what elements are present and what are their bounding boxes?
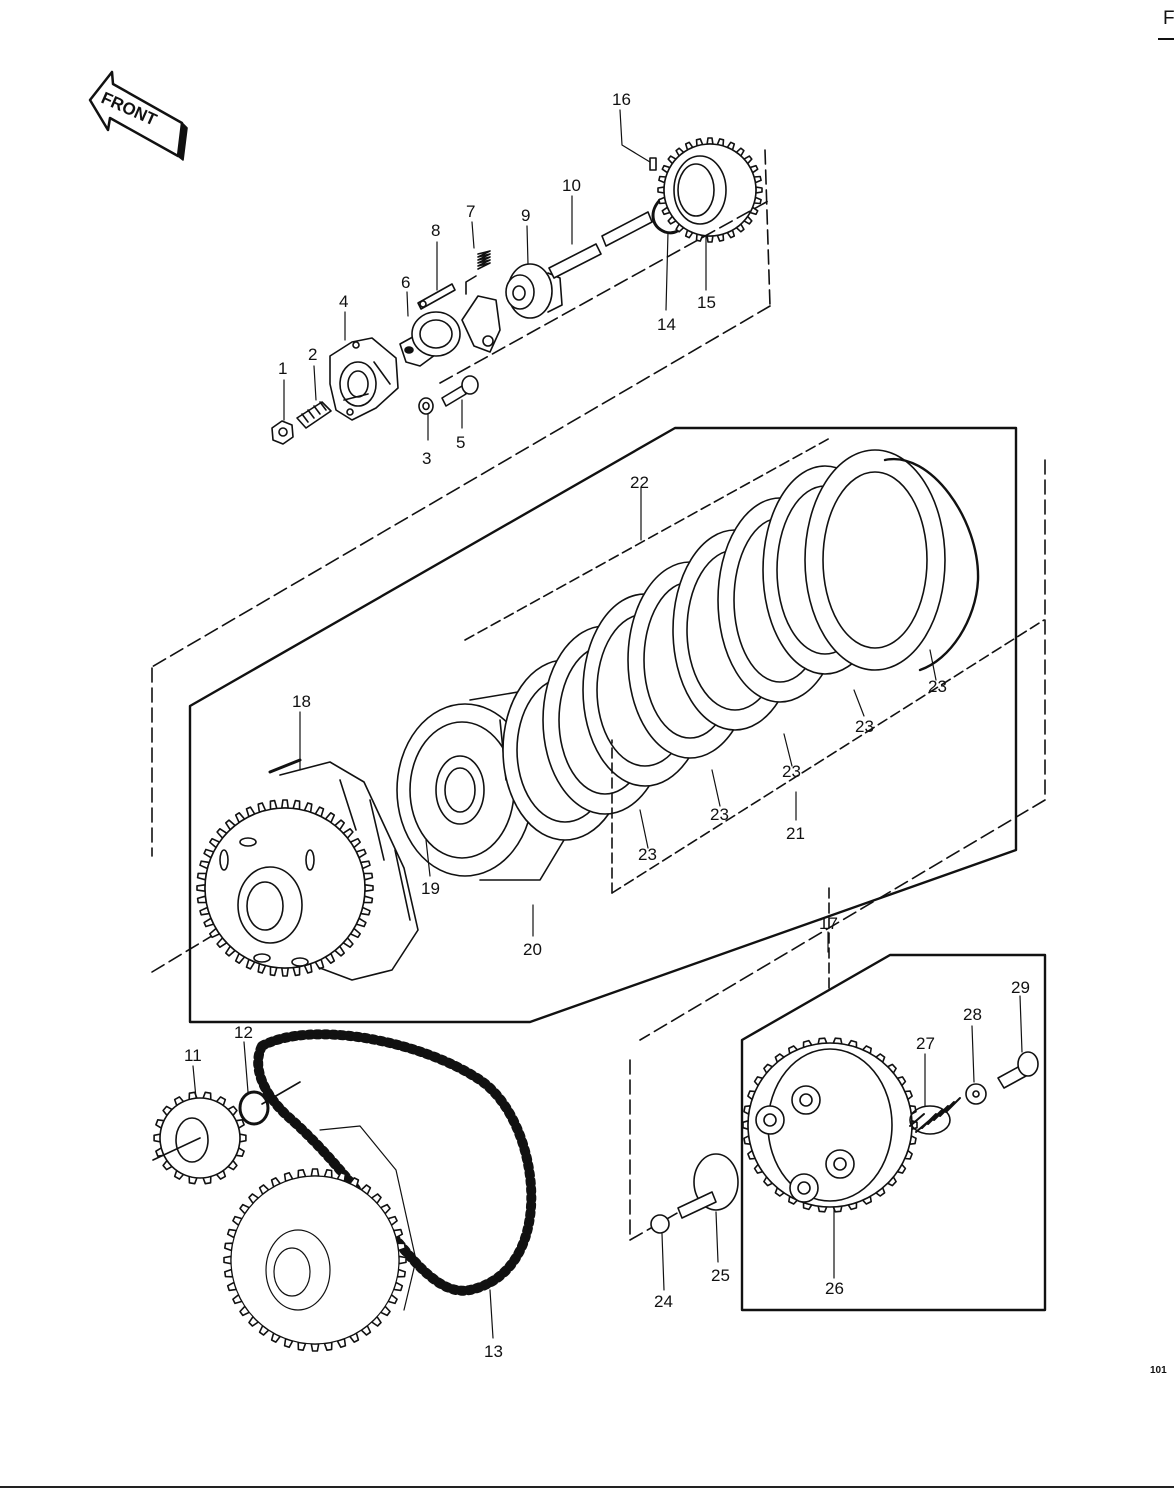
plate-stack	[464, 437, 1045, 894]
corner-dash	[1158, 38, 1174, 40]
callout-23c: 23	[782, 762, 801, 781]
callout-7: 7	[466, 202, 475, 221]
callout-26: 26	[825, 1279, 844, 1298]
gear-tooth	[657, 186, 665, 194]
gear-tooth	[706, 235, 714, 243]
callout-19: 19	[421, 879, 440, 898]
callout-1: 1	[278, 359, 287, 378]
callout-23b: 23	[710, 805, 729, 824]
gear-tooth	[310, 1343, 320, 1352]
callout-12: 12	[234, 1023, 253, 1042]
callout-2: 2	[308, 345, 317, 364]
push-rod-part	[548, 211, 653, 279]
gear-tooth	[280, 967, 290, 977]
clutch-assembly-box	[151, 426, 1046, 1041]
gear-tooth	[398, 1255, 407, 1265]
callout-13: 13	[484, 1342, 503, 1361]
gear-tooth	[364, 883, 374, 893]
spring-part	[477, 250, 491, 270]
release-gear-part	[657, 137, 763, 243]
callout-14: 14	[657, 315, 676, 334]
callout-3: 3	[422, 449, 431, 468]
bolt-part	[441, 375, 479, 407]
callout-28: 28	[963, 1005, 982, 1024]
drawing-code: 101	[1150, 1365, 1167, 1376]
gear13h-teeth	[223, 1168, 407, 1352]
gear-tooth	[196, 883, 206, 893]
leader-lines	[192, 109, 1023, 1339]
cotter-pin-part	[417, 283, 456, 310]
callout-11: 11	[184, 1046, 202, 1065]
gear-tooth	[310, 1168, 320, 1177]
callout-22: 22	[630, 473, 649, 492]
callout-17: 17	[819, 914, 838, 933]
callout-5: 5	[456, 433, 465, 452]
gear-tooth	[706, 137, 714, 145]
release-lever-part	[461, 275, 501, 353]
nut-part	[271, 420, 294, 445]
washer-part	[418, 397, 434, 415]
gear-tooth	[280, 799, 290, 809]
callout-29: 29	[1011, 978, 1030, 997]
callout-23e: 23	[928, 677, 947, 696]
callout-21: 21	[786, 824, 805, 843]
callout-23d: 23	[855, 717, 874, 736]
callout-23a: 23	[638, 845, 657, 864]
corner-letter: F	[1163, 8, 1174, 29]
bearing-part	[505, 263, 563, 319]
callout-18: 18	[292, 692, 311, 711]
adjusting-screw-part	[296, 401, 332, 429]
pressure-plate-box	[629, 887, 1047, 1312]
bottom-rule	[0, 1486, 1174, 1488]
callout-27: 27	[916, 1034, 935, 1053]
front-arrow-icon: FRONT	[88, 70, 188, 161]
release-housing-part	[329, 337, 399, 421]
callout-8: 8	[431, 221, 440, 240]
callout-15: 15	[697, 293, 716, 312]
callout-9: 9	[521, 206, 530, 225]
callout-20: 20	[523, 940, 542, 959]
callout-10: 10	[562, 176, 581, 195]
release-mechanism	[149, 137, 771, 669]
release-shaft-part	[399, 311, 461, 367]
callout-labels: 1 2 3 4 5 6 7 8 9 10 11 12 13 14 15 16 1…	[184, 90, 1030, 1361]
gear-tooth	[223, 1255, 232, 1265]
gear-tooth	[755, 186, 763, 194]
callout-25: 25	[711, 1266, 730, 1285]
primary-drive-group	[152, 1029, 537, 1352]
callout-16: 16	[612, 90, 631, 109]
key-part	[649, 157, 657, 171]
callout-24: 24	[654, 1292, 673, 1311]
clutch-housing-part	[196, 758, 419, 981]
callout-4: 4	[339, 292, 348, 311]
callout-6: 6	[401, 273, 410, 292]
